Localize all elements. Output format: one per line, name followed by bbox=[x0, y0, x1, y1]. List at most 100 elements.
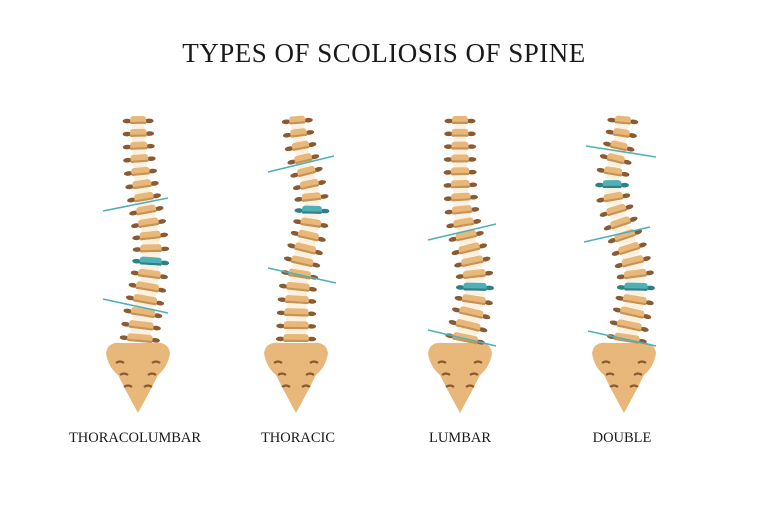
vertebra bbox=[446, 217, 482, 233]
vertebra bbox=[603, 216, 638, 234]
vertebra bbox=[290, 165, 323, 182]
sacral-foramen bbox=[629, 384, 639, 388]
vertebra bbox=[444, 205, 480, 220]
vertebra bbox=[443, 192, 479, 207]
vertebra bbox=[607, 115, 639, 130]
curve-marker-line bbox=[102, 298, 169, 314]
sacral-foramen bbox=[609, 384, 619, 388]
vertebra bbox=[123, 166, 158, 181]
vertebra bbox=[278, 281, 317, 297]
spine-double bbox=[583, 115, 657, 413]
vertebra bbox=[448, 318, 488, 336]
sacral-foramen bbox=[151, 360, 161, 364]
sacrum-shape bbox=[592, 342, 656, 413]
vertebra bbox=[129, 204, 164, 220]
sacral-foramen bbox=[473, 360, 483, 364]
vertebra bbox=[123, 154, 156, 168]
sacrum bbox=[106, 342, 170, 413]
vertebra bbox=[287, 242, 323, 259]
sacral-foramen bbox=[143, 384, 153, 388]
sacral-foramen bbox=[633, 372, 643, 376]
vertebra bbox=[130, 268, 168, 284]
apex-vertebra bbox=[455, 282, 495, 296]
sacrum bbox=[592, 342, 656, 413]
curve-marker-line bbox=[102, 197, 169, 212]
sacral-foramen bbox=[601, 360, 611, 364]
vertebra bbox=[290, 229, 326, 246]
vertebra bbox=[282, 128, 315, 143]
vertebra bbox=[122, 128, 155, 142]
vertebra bbox=[454, 294, 493, 310]
page-title: TYPES OF SCOLIOSIS OF SPINE bbox=[182, 38, 586, 68]
sacrum-shape bbox=[428, 342, 492, 413]
vertebra bbox=[292, 178, 326, 195]
vertebra bbox=[132, 230, 169, 245]
sacral-foramen bbox=[637, 360, 647, 364]
spine-thoracolumbar bbox=[102, 115, 170, 413]
vertebra bbox=[609, 319, 649, 336]
vertebra bbox=[611, 241, 647, 259]
curve-marker-line bbox=[267, 267, 337, 284]
sacral-foramen bbox=[281, 384, 291, 388]
vertebra bbox=[121, 320, 161, 336]
vertebra bbox=[444, 128, 476, 142]
label-double: DOUBLE bbox=[592, 430, 652, 446]
curve-marker-line bbox=[267, 155, 335, 173]
sacral-foramen bbox=[465, 384, 475, 388]
vertebra bbox=[455, 268, 494, 284]
vertebra bbox=[443, 154, 477, 168]
vertebra bbox=[125, 179, 159, 194]
vertebra bbox=[119, 333, 160, 343]
vertebra bbox=[443, 179, 478, 194]
apex-vertebra bbox=[595, 180, 629, 193]
vertebra bbox=[596, 166, 630, 181]
apex-vertebra bbox=[132, 256, 170, 271]
vertebra bbox=[277, 295, 317, 309]
label-thoracic: THORACIC bbox=[260, 430, 336, 446]
vertebra bbox=[599, 153, 632, 169]
sacral-foramen bbox=[309, 360, 319, 364]
sacral-foramen bbox=[123, 384, 133, 388]
vertebra bbox=[125, 294, 165, 310]
apex-vertebra bbox=[616, 282, 656, 296]
vertebra bbox=[275, 333, 317, 343]
vertebra bbox=[448, 229, 484, 246]
sacral-foramen bbox=[305, 372, 315, 376]
vertebra bbox=[616, 268, 654, 284]
vertebra bbox=[128, 281, 167, 297]
label-thoracolumbar: THORACOLUMBAR bbox=[68, 430, 202, 446]
vertebra bbox=[122, 115, 154, 129]
sacral-foramen bbox=[273, 360, 283, 364]
sacral-foramen bbox=[437, 360, 447, 364]
sacral-foramen bbox=[605, 372, 615, 376]
vertebra bbox=[454, 255, 491, 272]
vertebra bbox=[293, 217, 329, 233]
sacrum-shape bbox=[264, 342, 328, 413]
vertebra bbox=[283, 255, 321, 272]
vertebra bbox=[132, 244, 170, 258]
vertebra bbox=[614, 255, 651, 272]
vertebra bbox=[603, 140, 635, 156]
sacral-foramen bbox=[147, 372, 157, 376]
sacrum bbox=[264, 342, 328, 413]
apex-vertebra bbox=[294, 205, 330, 219]
curve-marker-line bbox=[427, 329, 497, 347]
label-lumbar: LUMBAR bbox=[428, 430, 492, 446]
curve-marker-line bbox=[583, 226, 651, 243]
vertebra bbox=[444, 116, 476, 129]
vertebra bbox=[284, 140, 317, 156]
sacral-foramen bbox=[277, 372, 287, 376]
spine-lumbar bbox=[427, 116, 497, 413]
vertebra bbox=[615, 294, 654, 310]
vertebra bbox=[131, 217, 167, 233]
sacrum-shape bbox=[106, 342, 170, 413]
sacral-foramen bbox=[115, 360, 125, 364]
vertebra bbox=[451, 306, 491, 323]
sacral-foramen bbox=[119, 372, 129, 376]
sacral-foramen bbox=[301, 384, 311, 388]
vertebra bbox=[122, 141, 155, 155]
curve-marker-line bbox=[585, 145, 657, 158]
curve-marker-line bbox=[587, 330, 657, 347]
vertebra bbox=[276, 308, 317, 322]
